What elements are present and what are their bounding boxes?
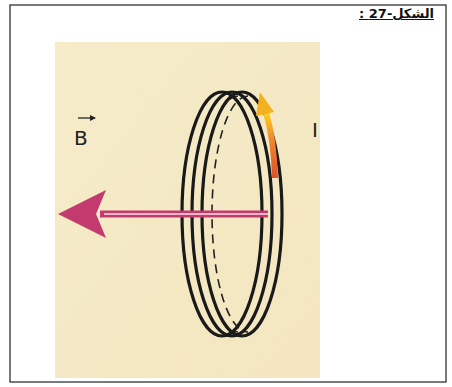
vector-mark-head bbox=[90, 115, 96, 121]
frame bbox=[10, 5, 446, 382]
field-arrow-core bbox=[104, 213, 268, 215]
figure-title: الشكل-27 : bbox=[359, 6, 434, 21]
field-arrowhead bbox=[58, 190, 106, 238]
current-label: I bbox=[312, 118, 318, 142]
field-arrow-shaft bbox=[100, 211, 268, 218]
current-arrowhead bbox=[256, 92, 274, 116]
current-arrow bbox=[266, 112, 275, 178]
photo-ground bbox=[55, 42, 320, 378]
field-label: B bbox=[74, 126, 88, 150]
